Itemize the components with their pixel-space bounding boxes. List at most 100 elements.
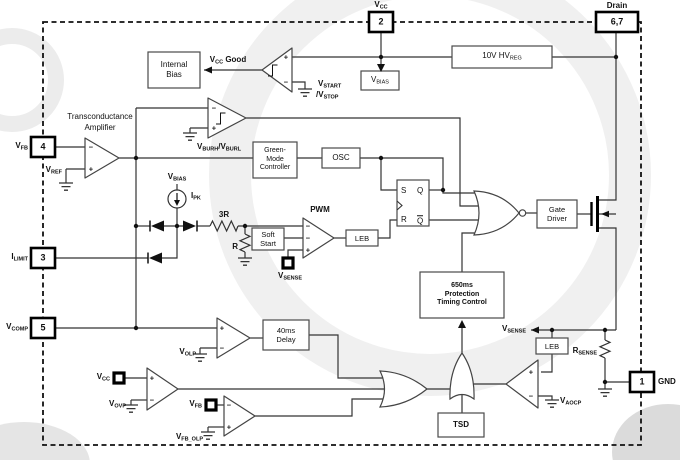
vbias-box [360, 70, 400, 91]
vsense-terminal-icon [281, 256, 295, 270]
transconductance-amplifier [84, 137, 120, 179]
nor-bubble-icon [518, 209, 527, 217]
vbias-source-label: VBIAS [167, 172, 187, 183]
resistor-r [238, 233, 252, 253]
transconductance-amp-label-1: Transconductance [67, 112, 133, 121]
minus-sign: − [149, 395, 155, 405]
minus-sign: − [219, 343, 225, 353]
pin-ilimit-label: ILIMIT [11, 252, 28, 263]
ground-icon [297, 88, 313, 97]
terminals [112, 256, 295, 412]
resistor-3r-label: 3R [218, 210, 230, 219]
pin-vfb-label: VFB [15, 141, 28, 152]
diodes [147, 220, 198, 264]
olp-comparator [216, 317, 251, 359]
aocp-comparator [505, 359, 539, 409]
gates [379, 190, 527, 408]
arrow-up-icon [458, 320, 466, 328]
pin-vcc-label: VCC [374, 0, 388, 11]
vcc-in-label: VCC [96, 372, 110, 383]
pin-vcomp-number: 5 [40, 322, 46, 333]
pin-vcomp-box [29, 316, 57, 340]
ovp-comparator [146, 367, 179, 411]
plus-sign: + [305, 245, 311, 255]
vsense-pwm-label: VSENSE [278, 271, 302, 282]
pin-drain-box [594, 10, 640, 34]
arrow-left-icon [531, 326, 539, 334]
vovp-label: VOVP [109, 399, 126, 410]
pin-gnd-label: GND [658, 377, 676, 386]
ipk-label: IPK [191, 191, 201, 202]
minus-sign: − [211, 103, 217, 113]
clock-caret-icon [396, 200, 403, 211]
ground-icon [123, 404, 139, 413]
hv-reg-box [451, 45, 553, 69]
arrow-down-icon [377, 64, 385, 72]
tsd-text: TSD [453, 420, 469, 430]
vaocp-label: VAOCP [560, 396, 582, 407]
minus-sign: − [226, 400, 232, 410]
pin-vcc-number: 2 [378, 16, 384, 27]
vcc-terminal-icon [112, 371, 126, 385]
vburst-label: VBURH/VBURL [197, 142, 242, 153]
pwm-comparator [302, 217, 335, 259]
minus-sign: − [305, 221, 311, 231]
leb-pwm-box [345, 229, 379, 247]
tsd-box [437, 412, 485, 438]
hv-reg-text: 10V HVREG [482, 51, 522, 62]
fb-olp-comparator [223, 395, 256, 437]
gate-driver-box [536, 199, 578, 229]
leb-pwm-text: LEB [354, 233, 370, 243]
minus-sign: − [283, 77, 289, 87]
vcc-good-label: VCC Good [209, 55, 247, 66]
pin-vfb-box [29, 135, 57, 159]
plus-sign: + [149, 373, 155, 383]
diode-icon [183, 220, 196, 232]
pin-ilimit-number: 3 [40, 252, 46, 263]
resistors [209, 219, 612, 359]
vstop-label: /VSTOP [316, 90, 339, 101]
vbias-box-text: VBIAS [371, 74, 389, 86]
minus-sign: − [88, 142, 94, 152]
volp-label: VOLP [179, 347, 196, 358]
minus-sign: − [528, 391, 534, 401]
latch-q-label: Q [417, 186, 424, 195]
pin-gnd-number: 1 [639, 376, 645, 387]
vref-label: VREF [45, 165, 62, 176]
plus-sign: + [88, 164, 94, 174]
resistor-rsense [598, 339, 612, 359]
vcc-good-comparator [261, 47, 293, 93]
pin-boxes [29, 10, 656, 394]
diode-icon [149, 252, 162, 264]
ground-icon [58, 182, 74, 191]
or-gate-fault [379, 370, 428, 408]
sr-latch [396, 179, 430, 227]
pin-drain-number: 6,7 [610, 16, 624, 27]
vstart-label: VSTART [318, 79, 342, 90]
latch-qbar-label: Q [417, 215, 424, 225]
vsense-out-label: VSENSE [502, 324, 526, 335]
current-source-ipk-icon [167, 189, 187, 209]
transconductance-amp-label-2: Amplifier [84, 123, 116, 132]
latch-s-label: S [401, 186, 407, 195]
pwm-label: PWM [310, 205, 330, 214]
power-mosfet-icon [590, 196, 609, 232]
nor-gate [473, 190, 520, 236]
minus-sign: − [305, 233, 311, 243]
burst-comparator [207, 97, 247, 139]
pin-vcc-box [367, 10, 395, 34]
delay-box [262, 319, 310, 351]
protection-timing-box [419, 271, 505, 319]
plus-sign: + [226, 422, 232, 432]
vfb-terminal-icon [204, 398, 218, 412]
plus-sign: + [283, 52, 289, 62]
internal-bias-box [147, 51, 201, 89]
